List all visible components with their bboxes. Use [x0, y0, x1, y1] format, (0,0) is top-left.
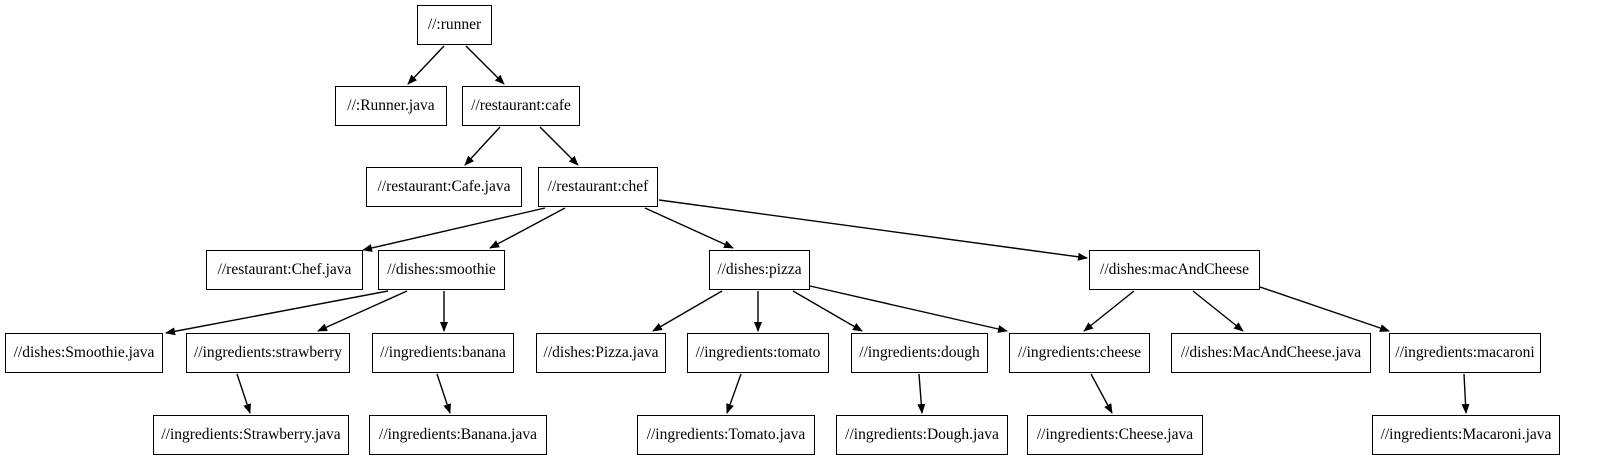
graph-node-label: //dishes:smoothie — [387, 261, 496, 279]
graph-node-cheese_java[interactable]: //ingredients:Cheese.java — [1027, 415, 1203, 455]
graph-node-ing_strawberry[interactable]: //ingredients:strawberry — [186, 333, 350, 373]
graph-node-label: //restaurant:chef — [547, 178, 649, 196]
graph-node-label: //ingredients:macaroni — [1395, 344, 1535, 362]
graph-node-runner[interactable]: //:runner — [417, 5, 492, 45]
graph-edge-restaurant_chef-to-dishes_smoothie — [489, 207, 566, 249]
graph-edge-dishes_macandcheese-to-ing_cheese — [1083, 290, 1135, 332]
graph-node-label: //ingredients:Banana.java — [379, 426, 537, 444]
graph-edge-ing_dough-to-dough_java — [917, 373, 926, 414]
graph-edge-restaurant_chef-to-dishes_macandcheese — [658, 199, 1088, 261]
graph-node-ing_banana[interactable]: //ingredients:banana — [372, 333, 514, 373]
graph-node-label: //ingredients:strawberry — [193, 344, 343, 362]
graph-node-label: //dishes:macAndCheese — [1100, 261, 1249, 279]
graph-node-label: //ingredients:tomato — [695, 344, 821, 362]
graph-node-label: //ingredients:dough — [859, 344, 980, 362]
graph-edge-dishes_pizza-to-ing_dough — [792, 290, 863, 332]
graph-edge-ing_tomato-to-tomato_java — [726, 373, 742, 414]
graph-node-ing_tomato[interactable]: //ingredients:tomato — [687, 333, 829, 373]
graph-edge-restaurant_chef-to-chef_java — [362, 207, 546, 252]
graph-node-label: //dishes:Pizza.java — [543, 344, 659, 362]
graph-node-label: //ingredients:Macaroni.java — [1380, 426, 1552, 444]
graph-edge-ing_cheese-to-cheese_java — [1090, 373, 1113, 414]
graph-node-cafe_java[interactable]: //restaurant:Cafe.java — [366, 167, 522, 207]
graph-node-label: //dishes:Smoothie.java — [13, 344, 155, 362]
graph-edge-ing_macaroni-to-macaroni_java — [1461, 373, 1470, 414]
graph-node-strawberry_java[interactable]: //ingredients:Strawberry.java — [153, 415, 349, 455]
graph-node-restaurant_chef[interactable]: //restaurant:chef — [538, 167, 658, 207]
graph-edge-ing_strawberry-to-strawberry_java — [236, 373, 251, 414]
graph-edge-dishes_pizza-to-ing_cheese — [809, 285, 1008, 333]
graph-node-macandcheese_java[interactable]: //dishes:MacAndCheese.java — [1171, 333, 1371, 373]
graph-node-restaurant_cafe[interactable]: //restaurant:cafe — [462, 86, 580, 126]
graph-node-runner_java[interactable]: //:Runner.java — [335, 86, 447, 126]
graph-node-smoothie_java[interactable]: //dishes:Smoothie.java — [5, 333, 163, 373]
graph-edge-ing_banana-to-banana_java — [436, 373, 451, 414]
graph-edge-restaurant_cafe-to-restaurant_chef — [539, 126, 579, 166]
graph-node-macaroni_java[interactable]: //ingredients:Macaroni.java — [1372, 415, 1560, 455]
graph-node-label: //:runner — [427, 16, 482, 34]
graph-node-label: //ingredients:Strawberry.java — [161, 426, 341, 444]
graph-node-label: //ingredients:banana — [380, 344, 506, 362]
graph-node-label: //dishes:MacAndCheese.java — [1180, 344, 1362, 362]
graph-node-ing_macaroni[interactable]: //ingredients:macaroni — [1389, 333, 1541, 373]
graph-node-label: //ingredients:Dough.java — [845, 426, 999, 444]
graph-edge-runner-to-restaurant_cafe — [465, 45, 505, 85]
graph-edge-restaurant_chef-to-dishes_pizza — [644, 207, 734, 249]
graph-node-tomato_java[interactable]: //ingredients:Tomato.java — [637, 415, 815, 455]
graph-node-label: //ingredients:cheese — [1017, 344, 1142, 362]
graph-node-label: //restaurant:Chef.java — [217, 261, 352, 279]
graph-edge-runner-to-runner_java — [407, 45, 445, 85]
edges-group — [165, 45, 1470, 414]
graph-node-label: //:Runner.java — [347, 97, 435, 115]
graph-node-label: //ingredients:Cheese.java — [1036, 426, 1194, 444]
graph-edge-dishes_smoothie-to-ing_strawberry — [317, 290, 408, 332]
graph-edge-dishes_macandcheese-to-macandcheese_java — [1192, 290, 1244, 332]
graph-node-ing_cheese[interactable]: //ingredients:cheese — [1009, 333, 1150, 373]
graph-node-dishes_smoothie[interactable]: //dishes:smoothie — [378, 250, 505, 290]
graph-node-dough_java[interactable]: //ingredients:Dough.java — [836, 415, 1008, 455]
graph-node-label: //dishes:pizza — [717, 261, 802, 279]
graph-node-label: //restaurant:cafe — [471, 97, 571, 115]
graph-node-chef_java[interactable]: //restaurant:Chef.java — [206, 250, 363, 290]
graph-node-pizza_java[interactable]: //dishes:Pizza.java — [536, 333, 666, 373]
graph-node-ing_dough[interactable]: //ingredients:dough — [851, 333, 988, 373]
graph-node-banana_java[interactable]: //ingredients:Banana.java — [369, 415, 547, 455]
graph-node-dishes_macandcheese[interactable]: //dishes:macAndCheese — [1089, 250, 1260, 290]
graph-node-dishes_pizza[interactable]: //dishes:pizza — [709, 250, 810, 290]
graph-edge-dishes_pizza-to-pizza_java — [652, 290, 723, 332]
graph-node-label: //restaurant:Cafe.java — [377, 178, 511, 196]
graph-edge-dishes_macandcheese-to-ing_macaroni — [1259, 286, 1390, 332]
graph-node-label: //ingredients:Tomato.java — [646, 426, 806, 444]
graph-edge-dishes_smoothie-to-smoothie_java — [165, 290, 389, 336]
graph-edge-restaurant_cafe-to-cafe_java — [464, 126, 501, 166]
